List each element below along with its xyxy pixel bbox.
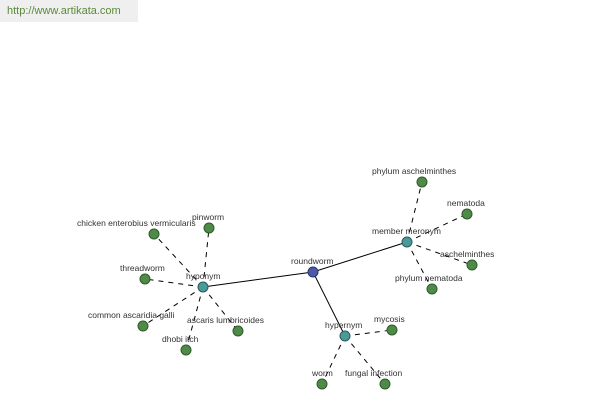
label-aschelminthes[interactable]: aschelminthes	[440, 249, 494, 259]
edge-hyponym-dhobi-itch	[185, 286, 204, 351]
label-roundworm[interactable]: roundworm	[291, 256, 334, 266]
label-member-meronym[interactable]: member meronym	[372, 226, 441, 236]
edge-member-meronym-phylum-aschelminthes	[406, 181, 423, 243]
label-chicken-enterobius-vermicularis[interactable]: chicken enterobius vermicularis	[77, 218, 196, 228]
label-dhobi-itch[interactable]: dhobi itch	[162, 334, 199, 344]
label-phylum-nematoda[interactable]: phylum nematoda	[395, 273, 463, 283]
edge-roundworm-hypernym	[312, 271, 346, 337]
label-ascaris-lumbricoides[interactable]: ascaris lumbricoides	[187, 315, 264, 325]
node-threadworm[interactable]	[139, 273, 151, 285]
url-bar: http://www.artikata.com	[0, 0, 138, 22]
label-worm[interactable]: worm	[311, 368, 333, 378]
node-hyponym[interactable]	[197, 281, 209, 293]
edge-hypernym-mycosis	[344, 329, 393, 337]
edge-roundworm-member-meronym	[312, 241, 408, 273]
label-threadworm[interactable]: threadworm	[120, 263, 165, 273]
label-pinworm[interactable]: pinworm	[192, 212, 224, 222]
node-worm[interactable]	[316, 378, 328, 390]
label-mycosis[interactable]: mycosis	[374, 314, 405, 324]
edge-member-meronym-aschelminthes	[406, 241, 473, 266]
label-fungal-infection[interactable]: fungal infection	[345, 368, 402, 378]
node-common-ascaridia-galli[interactable]	[137, 320, 149, 332]
edge-hypernym-fungal-infection	[344, 335, 386, 385]
node-mycosis[interactable]	[386, 324, 398, 336]
label-common-ascaridia-galli[interactable]: common ascaridia galli	[88, 310, 175, 320]
node-ascaris-lumbricoides[interactable]	[232, 325, 244, 337]
edge-hyponym-chicken-enterobius-vermicularis	[153, 233, 204, 288]
labels-layer: roundworm hyponym member meronym hypernym ch…	[77, 166, 494, 378]
site-url[interactable]: http://www.artikata.com	[7, 5, 121, 17]
edge-member-meronym-nematoda	[406, 213, 468, 243]
nodes-layer	[137, 176, 478, 390]
node-phylum-aschelminthes[interactable]	[416, 176, 428, 188]
node-aschelminthes[interactable]	[466, 259, 478, 271]
node-roundworm[interactable]	[307, 266, 319, 278]
edge-hypernym-worm	[321, 335, 346, 385]
node-hypernym[interactable]	[339, 330, 351, 342]
node-member-meronym[interactable]	[401, 236, 413, 248]
node-nematoda[interactable]	[461, 208, 473, 220]
node-chicken-enterobius-vermicularis[interactable]	[148, 228, 160, 240]
label-phylum-aschelminthes[interactable]: phylum aschelminthes	[372, 166, 456, 176]
edge-hyponym-common-ascaridia-galli	[142, 286, 204, 327]
node-dhobi-itch[interactable]	[180, 344, 192, 356]
label-nematoda[interactable]: nematoda	[447, 198, 485, 208]
edge-roundworm-hyponym	[202, 271, 314, 288]
node-fungal-infection[interactable]	[379, 378, 391, 390]
edge-member-meronym-phylum-nematoda	[406, 241, 433, 290]
edges-layer	[142, 181, 473, 385]
node-phylum-nematoda[interactable]	[426, 283, 438, 295]
label-hypernym[interactable]: hypernym	[325, 320, 362, 330]
node-pinworm[interactable]	[203, 222, 215, 234]
label-hyponym[interactable]: hyponym	[186, 271, 221, 281]
